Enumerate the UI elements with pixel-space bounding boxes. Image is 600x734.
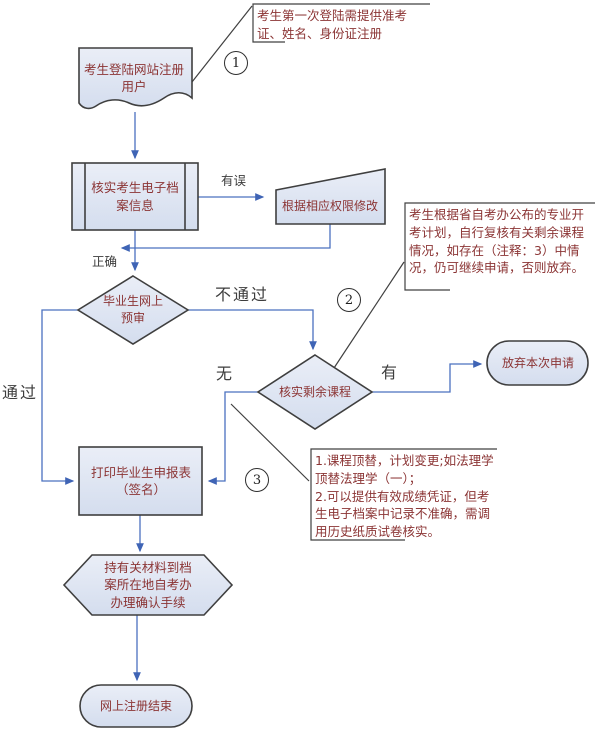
register-doc-label: 考生登陆网站注册用户 (83, 61, 184, 94)
edge-label-none: 无 (216, 364, 235, 383)
verify-archive-label: 核实考生电子档案信息 (91, 180, 179, 213)
annotation-text-1: 考生第一次登陆需提供准考证、姓名、身份证注册 (257, 8, 408, 41)
manual-operation-modify (275, 168, 386, 225)
edge-label-have: 有 (381, 363, 400, 382)
callout-line-3 (230, 403, 310, 482)
modify-permission-label: 根据相应权限修改 (281, 198, 378, 213)
circled-number-3: 3 (245, 468, 269, 492)
circled-number-1: 1 (224, 51, 248, 75)
online-precheck-label: 毕业生网上预审 (102, 294, 163, 325)
decision-online-precheck (76, 275, 190, 345)
process-print-form (78, 446, 203, 516)
confirm-office-label: 持有关材料到档案所在地自考办办理确认手续 (104, 560, 192, 610)
annotation-text-3-line-2: 2.可以提供有效成绩凭证，但考生电子档案中记录不准确，需调用历史纸质试卷核实。 (315, 488, 491, 540)
edge-remaining-none (207, 391, 258, 485)
terminator-end (79, 684, 193, 728)
check-remaining-label: 核实剩余课程 (278, 384, 351, 399)
callout-bracket-1 (252, 3, 430, 43)
hexagon-confirm-office (62, 554, 234, 616)
edge-precheck-fail (188, 309, 317, 351)
callout-line-2 (333, 261, 405, 369)
annotation-text-3: 1.课程顶替，计划变更;如法理学顶替法理学（一）； 2.可以提供有效成绩凭证，但… (315, 452, 494, 541)
edge-label-error: 有误 (221, 173, 247, 188)
edge-label-pass: 通过 (2, 383, 39, 402)
abandon-request-label: 放弃本次申请 (501, 355, 574, 370)
callout-bracket-2 (404, 202, 595, 291)
callout-bracket-3 (310, 448, 497, 541)
annotation-text-2: 考生根据省自考办公布的专业开考计划，自行复核有关剩余课程情况，如存在（注释：3）… (409, 207, 585, 276)
edge-remaining-yes (372, 360, 483, 393)
end-register-label: 网上注册结束 (99, 698, 172, 713)
document-shape-register (78, 47, 193, 110)
callout-line-1 (191, 5, 253, 83)
edge-modify-return (120, 224, 331, 252)
terminator-abandon (486, 340, 589, 386)
annotation-text-3-line-1: 1.课程顶替，计划变更;如法理学顶替法理学（一）； (315, 453, 494, 486)
print-form-label: 打印毕业生申报表（签名） (90, 464, 191, 497)
predefined-process-verify (71, 162, 199, 231)
circled-number-2: 2 (337, 288, 361, 312)
decision-check-remaining (256, 354, 374, 430)
edge-label-not-pass: 不通过 (215, 285, 270, 304)
edge-precheck-pass (41, 309, 78, 485)
edge-label-correct: 正确 (92, 254, 118, 269)
